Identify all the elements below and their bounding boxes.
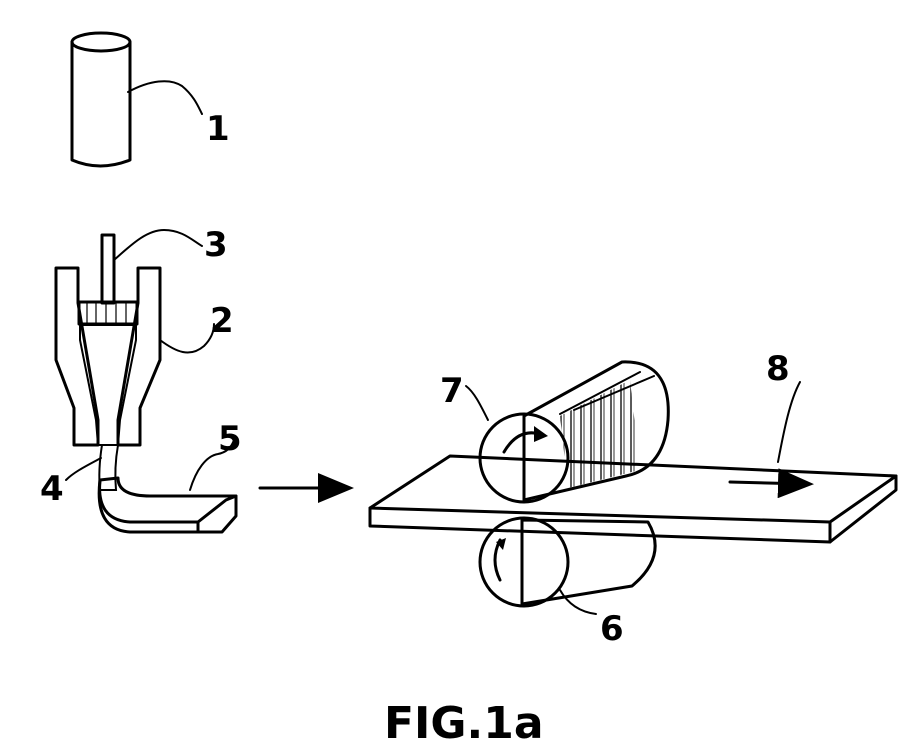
sheet-direction-arrow [730,482,808,484]
label-5: 5 [218,419,242,459]
label-4: 4 [40,469,64,509]
label-7: 7 [440,371,464,411]
nozzle-housing [56,268,214,445]
powder-cylinder [72,33,202,166]
label-2: 2 [210,301,234,341]
upper-roller [466,362,668,502]
outlet-stream [66,445,118,490]
label-6: 6 [600,609,624,649]
label-1: 1 [206,109,230,149]
label-8: 8 [766,349,790,389]
extruded-strip [99,440,236,532]
figure-caption: FIG.1a [384,698,544,749]
label-3: 3 [204,225,228,265]
